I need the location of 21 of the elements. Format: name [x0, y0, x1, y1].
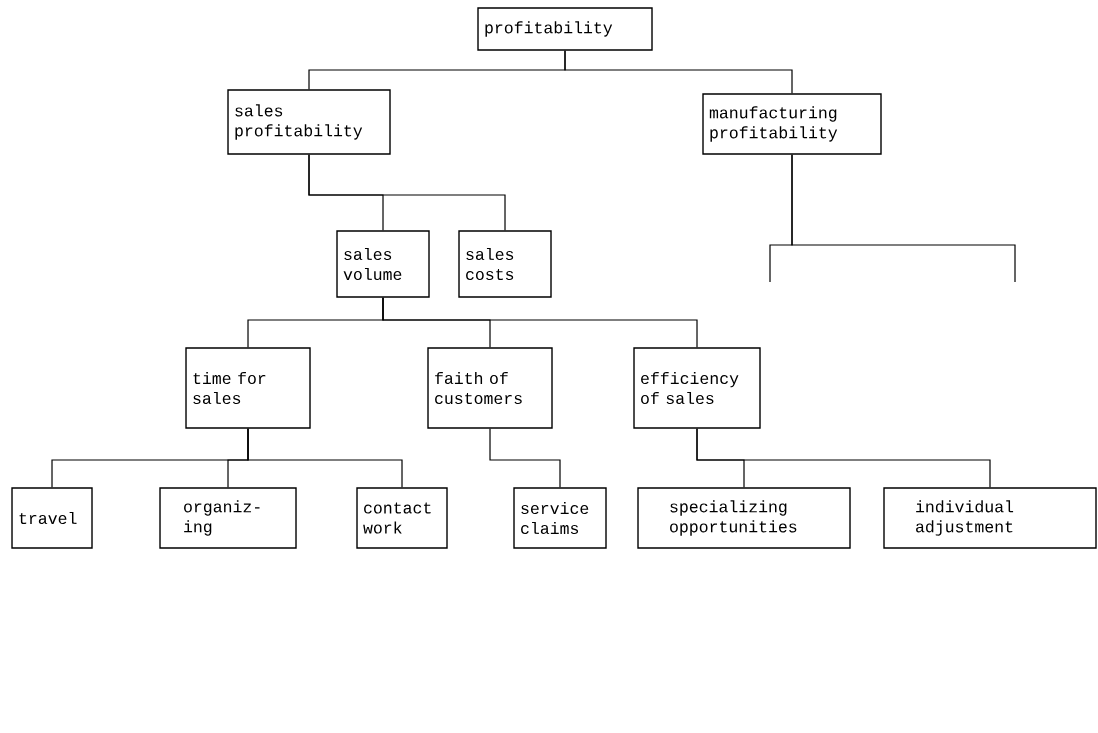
node-box: specializing opportunities [637, 487, 851, 549]
node-box: sales volume [336, 230, 430, 298]
node-box: efficiency of sales [633, 347, 761, 429]
connector-line [247, 428, 403, 488]
connector-line [564, 50, 793, 94]
node-box: manufacturing profitability [702, 93, 882, 155]
connector-line [308, 154, 506, 231]
connector-line [489, 428, 561, 488]
node-box: sales costs [458, 230, 552, 298]
node-box: contact work [356, 487, 448, 549]
connector-line [696, 428, 991, 488]
connector-line [791, 154, 1016, 283]
node-box: faith of customers [427, 347, 553, 429]
node-box: service claims [513, 487, 607, 549]
node-box: organiz- ing [159, 487, 297, 549]
node-box: travel [11, 487, 93, 549]
node-box: sales profitability [227, 89, 391, 155]
connector-line [382, 297, 698, 348]
node-box: profitability [477, 7, 653, 51]
node-box: time for sales [185, 347, 311, 429]
node-box: individual adjustment [883, 487, 1097, 549]
